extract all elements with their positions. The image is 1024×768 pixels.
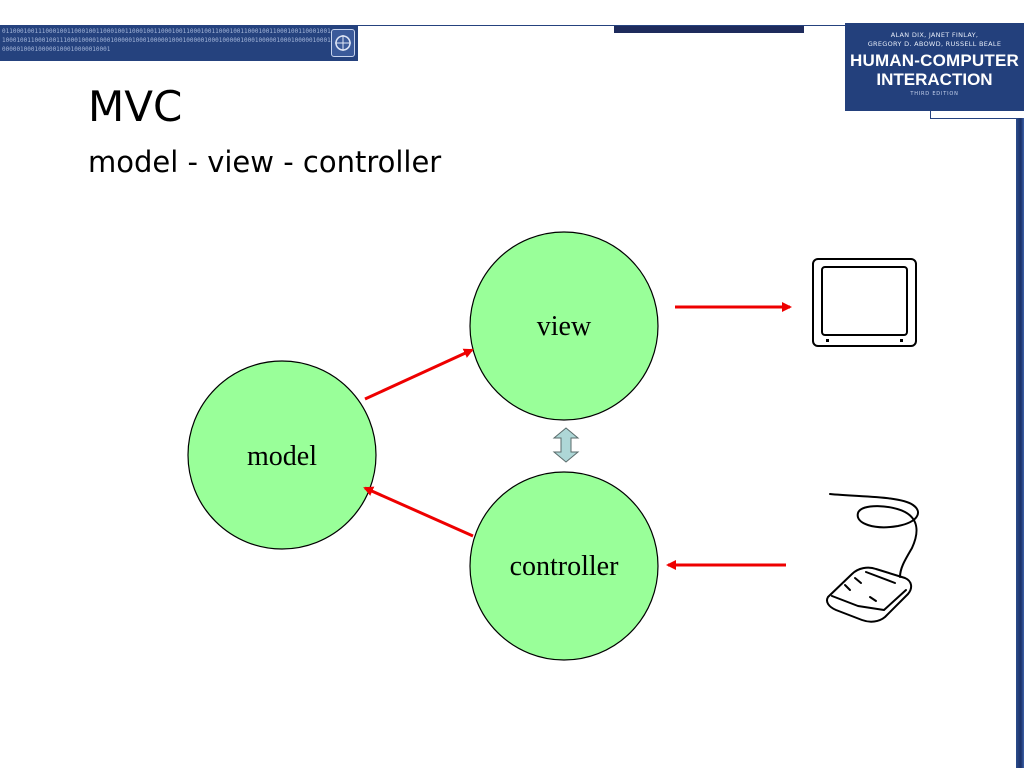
view-label: view	[537, 311, 592, 342]
emblem-icon	[331, 29, 355, 57]
book-title-line2: INTERACTION	[876, 70, 993, 89]
model-label: model	[247, 441, 317, 472]
frame-line	[930, 118, 1016, 119]
header-banner: 0110001001110001001100010011000100110001…	[0, 25, 358, 61]
controller-node: controller	[469, 471, 659, 661]
view-controller-bidirectional-arrow	[552, 427, 580, 463]
banner-binary-text: 0110001001110001001100010011000100110001…	[2, 28, 331, 53]
controller-to-model-arrow	[363, 486, 474, 538]
monitor-icon	[812, 258, 917, 347]
frame-line	[930, 110, 931, 119]
slide-title: MVC	[88, 82, 183, 131]
mouse-icon	[826, 493, 919, 623]
model-node: model	[187, 360, 377, 550]
header-rule	[358, 25, 860, 26]
book-authors: ALAN DIX, JANET FINLAY, GREGORY D. ABOWD…	[867, 31, 1002, 48]
controller-label: controller	[510, 551, 620, 582]
right-decorative-strip	[1016, 118, 1024, 768]
book-edition: THIRD EDITION	[910, 91, 959, 97]
model-to-view-arrow	[364, 348, 474, 401]
view-node: view	[469, 231, 659, 421]
slide-subtitle: model - view - controller	[88, 145, 442, 179]
book-cover-logo: ALAN DIX, JANET FINLAY, GREGORY D. ABOWD…	[845, 23, 1024, 111]
header-dark-strip	[614, 26, 804, 33]
book-title-line1: HUMAN-COMPUTER	[849, 51, 1019, 70]
